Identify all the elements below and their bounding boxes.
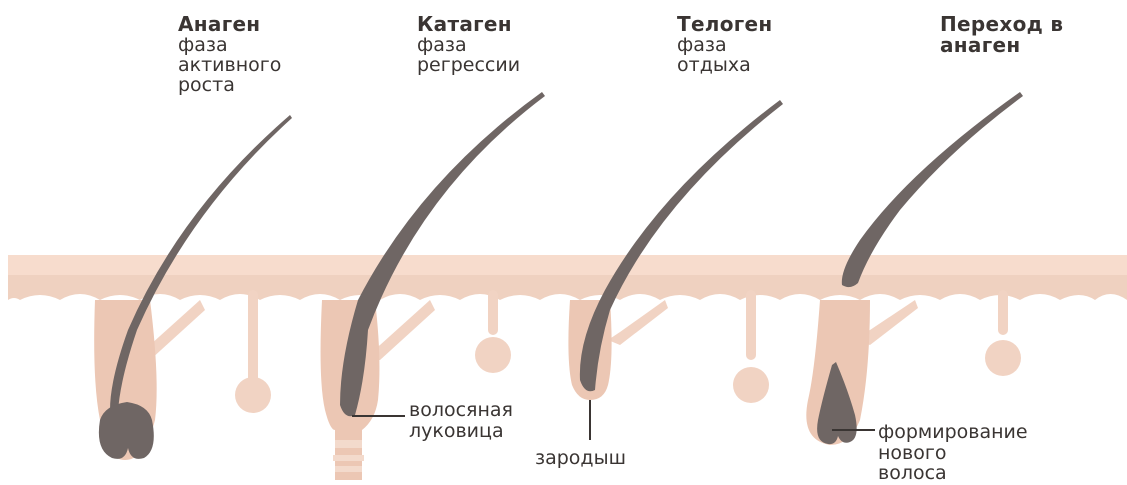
phase-anagen-title: Анаген — [178, 14, 281, 35]
phase-transition-title: Переход в анаген — [940, 14, 1063, 56]
skin-surface — [8, 255, 1127, 275]
phase-telogen-subtitle: фаза отдыха — [677, 35, 773, 75]
sweat-gland-3 — [733, 290, 769, 403]
phase-catagen-title: Катаген — [417, 14, 520, 35]
annotation-new-hair: формирование нового волоса — [878, 422, 1028, 484]
phase-telogen-label: Телоген фаза отдыха — [677, 14, 773, 75]
phase-catagen-label: Катаген фаза регрессии — [417, 14, 520, 75]
sweat-gland-2 — [475, 290, 511, 373]
bulb-anagen — [99, 402, 154, 459]
phase-anagen-subtitle: фаза активного роста — [178, 35, 281, 95]
annotation-germ: зародыш — [535, 448, 626, 469]
sweat-gland-4 — [985, 290, 1021, 376]
phase-telogen-title: Телоген — [677, 14, 773, 35]
annotation-bulb: волосяная луковица — [409, 400, 513, 441]
phase-transition-label: Переход в анаген — [940, 14, 1063, 56]
phase-anagen-label: Анаген фаза активного роста — [178, 14, 281, 96]
skin-wavy-band — [8, 275, 1127, 300]
sweat-gland-1 — [235, 290, 271, 413]
phase-catagen-subtitle: фаза регрессии — [417, 35, 520, 75]
